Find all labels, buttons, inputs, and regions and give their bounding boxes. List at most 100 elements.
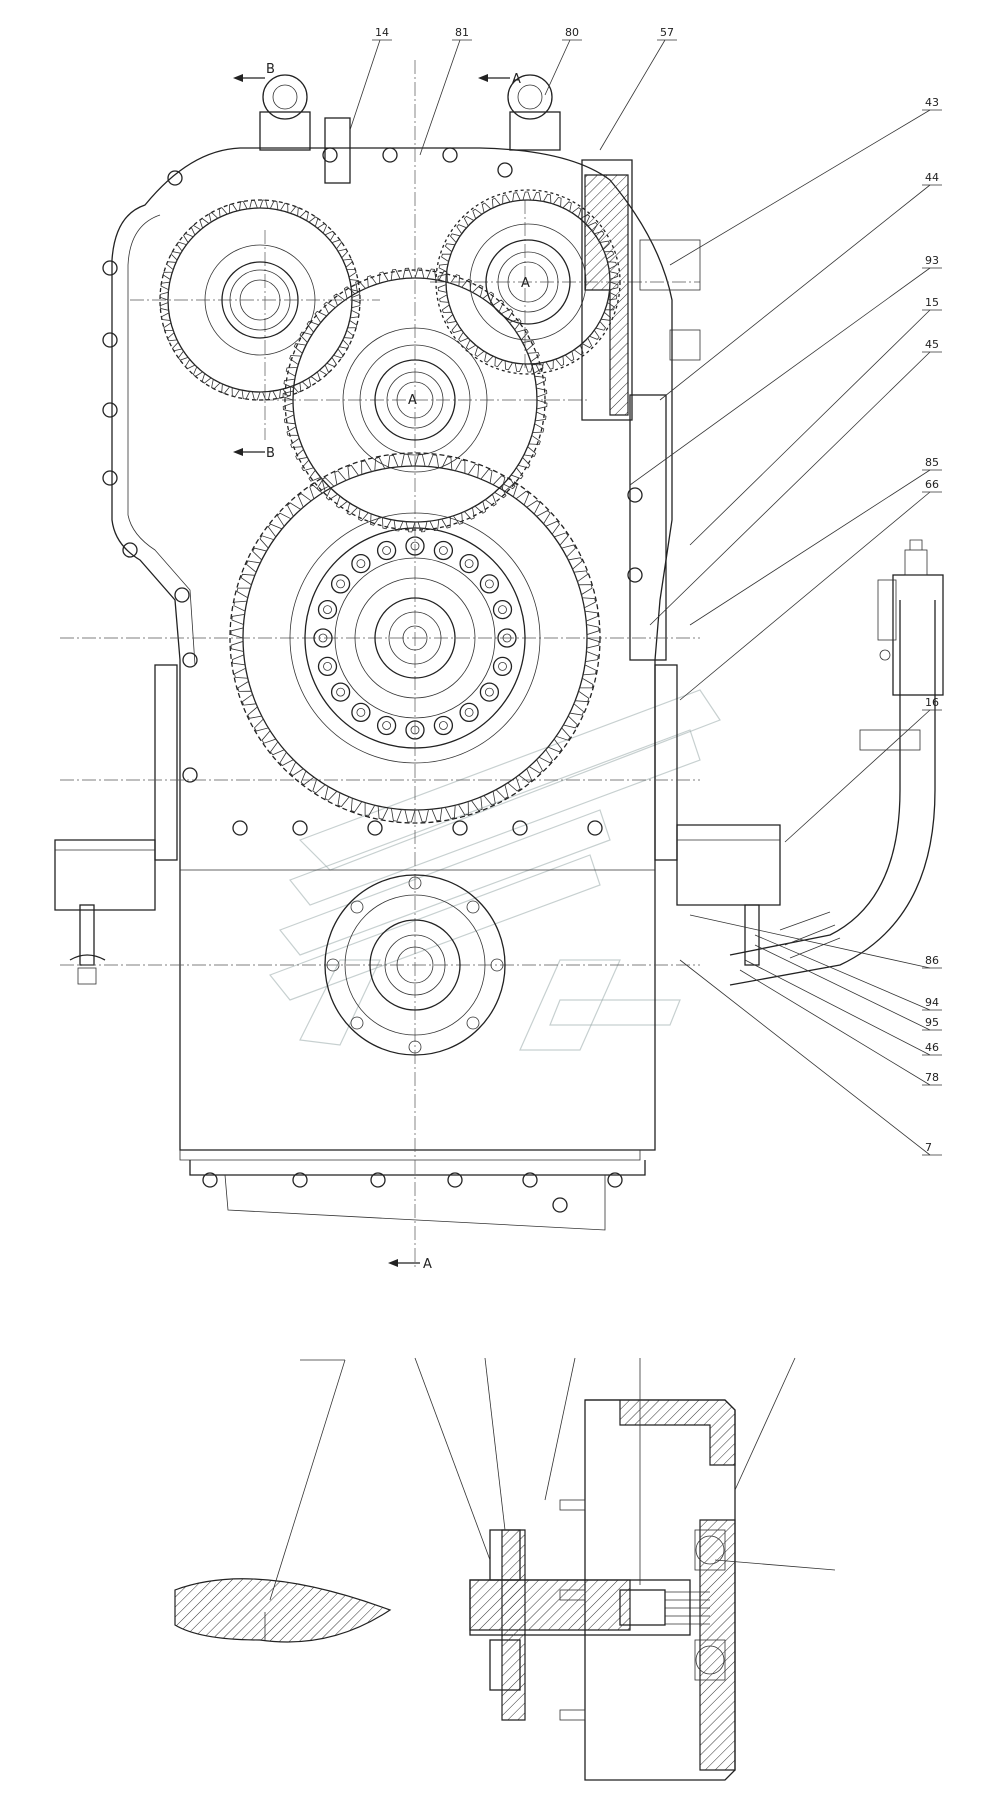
gear-teeth bbox=[230, 453, 600, 823]
clutch-spring-core bbox=[323, 662, 332, 671]
pump-cover bbox=[581, 159, 701, 421]
gear-center-label-a-2: A bbox=[408, 393, 417, 408]
bolt-head bbox=[587, 820, 603, 836]
bolt-head bbox=[292, 820, 308, 836]
part-label-44: 44 bbox=[925, 171, 939, 184]
part-labels: 14 81 80 57 43 44 93 15 45 85 66 16 86 9… bbox=[375, 26, 939, 1154]
clutch-spring-core bbox=[438, 546, 448, 555]
part-label-16: 16 bbox=[925, 696, 939, 709]
bolt-head bbox=[174, 587, 190, 603]
clutch-spring-core bbox=[318, 633, 328, 643]
clutch-spring-core bbox=[438, 721, 448, 730]
flange-bolt bbox=[408, 876, 422, 890]
bolt-head bbox=[102, 260, 118, 276]
clutch-spring bbox=[351, 702, 371, 723]
flange-bolt bbox=[350, 1016, 364, 1030]
section-label-a-top: A bbox=[512, 72, 521, 87]
clutch-spring bbox=[459, 553, 479, 574]
housing-bolts bbox=[102, 147, 643, 1213]
flange-bolt bbox=[466, 900, 480, 914]
flange-bolt bbox=[326, 958, 340, 972]
flange-bolt bbox=[350, 900, 364, 914]
clutch-spring bbox=[317, 656, 338, 677]
part-label-95: 95 bbox=[925, 1016, 939, 1029]
part-label-81: 81 bbox=[455, 26, 469, 39]
gear-teeth bbox=[282, 267, 548, 533]
bolt-head bbox=[522, 1172, 538, 1188]
clutch-spring-core bbox=[356, 708, 366, 717]
gear-teeth bbox=[159, 199, 361, 401]
section-labels: B A B A A A bbox=[266, 62, 530, 1272]
clutch-spring-core bbox=[484, 687, 494, 697]
leader-lines bbox=[349, 39, 942, 1156]
clutch-spring bbox=[376, 540, 397, 561]
bolt-head bbox=[102, 332, 118, 348]
gear-center-label-a: A bbox=[521, 276, 530, 291]
section-label-a-bottom: A bbox=[423, 1257, 432, 1272]
clutch-spring bbox=[330, 682, 351, 702]
lifting-eyes bbox=[262, 74, 553, 120]
clutch-spring bbox=[330, 574, 351, 594]
clutch-spring-core bbox=[410, 541, 420, 551]
clutch-spring bbox=[433, 715, 454, 736]
clutch-spring bbox=[433, 540, 454, 561]
part-label-57: 57 bbox=[660, 26, 674, 39]
bolt-head bbox=[447, 1172, 463, 1188]
bolt-head bbox=[382, 147, 398, 163]
section-label-b-mid: B bbox=[266, 446, 275, 461]
clutch-spring bbox=[317, 599, 338, 620]
bolt-head bbox=[552, 1197, 568, 1213]
clutch-spring bbox=[405, 720, 425, 740]
section-detail bbox=[174, 1357, 836, 1781]
clutch-spring bbox=[492, 599, 513, 620]
clutch-spring-core bbox=[356, 559, 366, 568]
clutch-spring bbox=[313, 628, 333, 648]
clutch-spring bbox=[405, 536, 425, 556]
part-label-86: 86 bbox=[925, 954, 939, 967]
bolt-head bbox=[202, 1172, 218, 1188]
bolt-head bbox=[442, 147, 458, 163]
clutch-spring-core bbox=[410, 725, 420, 735]
bolt-head bbox=[512, 820, 528, 836]
clutch-spring bbox=[479, 574, 500, 594]
bolt-head bbox=[102, 402, 118, 418]
bolt-head bbox=[122, 542, 138, 558]
bolt-head bbox=[167, 170, 183, 186]
clutch-spring bbox=[459, 702, 479, 723]
part-label-80: 80 bbox=[565, 26, 579, 39]
bolt-head bbox=[367, 820, 383, 836]
bolt-head bbox=[232, 820, 248, 836]
centerlines bbox=[60, 60, 700, 1270]
clutch-spring-core bbox=[464, 559, 474, 568]
oil-pipe bbox=[729, 539, 944, 986]
bolt-head bbox=[292, 1172, 308, 1188]
clutch-spring-core bbox=[484, 579, 494, 589]
clutch-spring-core bbox=[502, 633, 512, 643]
output-flange bbox=[324, 874, 506, 1056]
bolt-head bbox=[627, 487, 643, 503]
bolt-head bbox=[607, 1172, 623, 1188]
clutch-spring-core bbox=[382, 721, 392, 730]
clutch-spring bbox=[351, 553, 371, 574]
part-label-7: 7 bbox=[925, 1141, 932, 1154]
part-label-66: 66 bbox=[925, 478, 939, 491]
clutch-spring bbox=[497, 628, 517, 648]
bolt-head bbox=[182, 767, 198, 783]
clutch-spring-core bbox=[464, 708, 474, 717]
section-arrows bbox=[233, 74, 510, 1267]
flange-bolt bbox=[466, 1016, 480, 1030]
clutch-spring-core bbox=[336, 579, 346, 589]
clutch-piston-springs bbox=[313, 536, 517, 740]
clutch-spring bbox=[376, 715, 397, 736]
bolt-head bbox=[627, 567, 643, 583]
bolt-head bbox=[102, 470, 118, 486]
clutch-spring-core bbox=[382, 546, 392, 555]
section-label-b-top: B bbox=[266, 62, 275, 77]
part-label-93: 93 bbox=[925, 254, 939, 267]
part-label-43: 43 bbox=[925, 96, 939, 109]
clutch-spring bbox=[479, 682, 500, 702]
clutch-spring-core bbox=[498, 662, 507, 671]
part-label-78: 78 bbox=[925, 1071, 939, 1084]
bolt-head bbox=[182, 652, 198, 668]
